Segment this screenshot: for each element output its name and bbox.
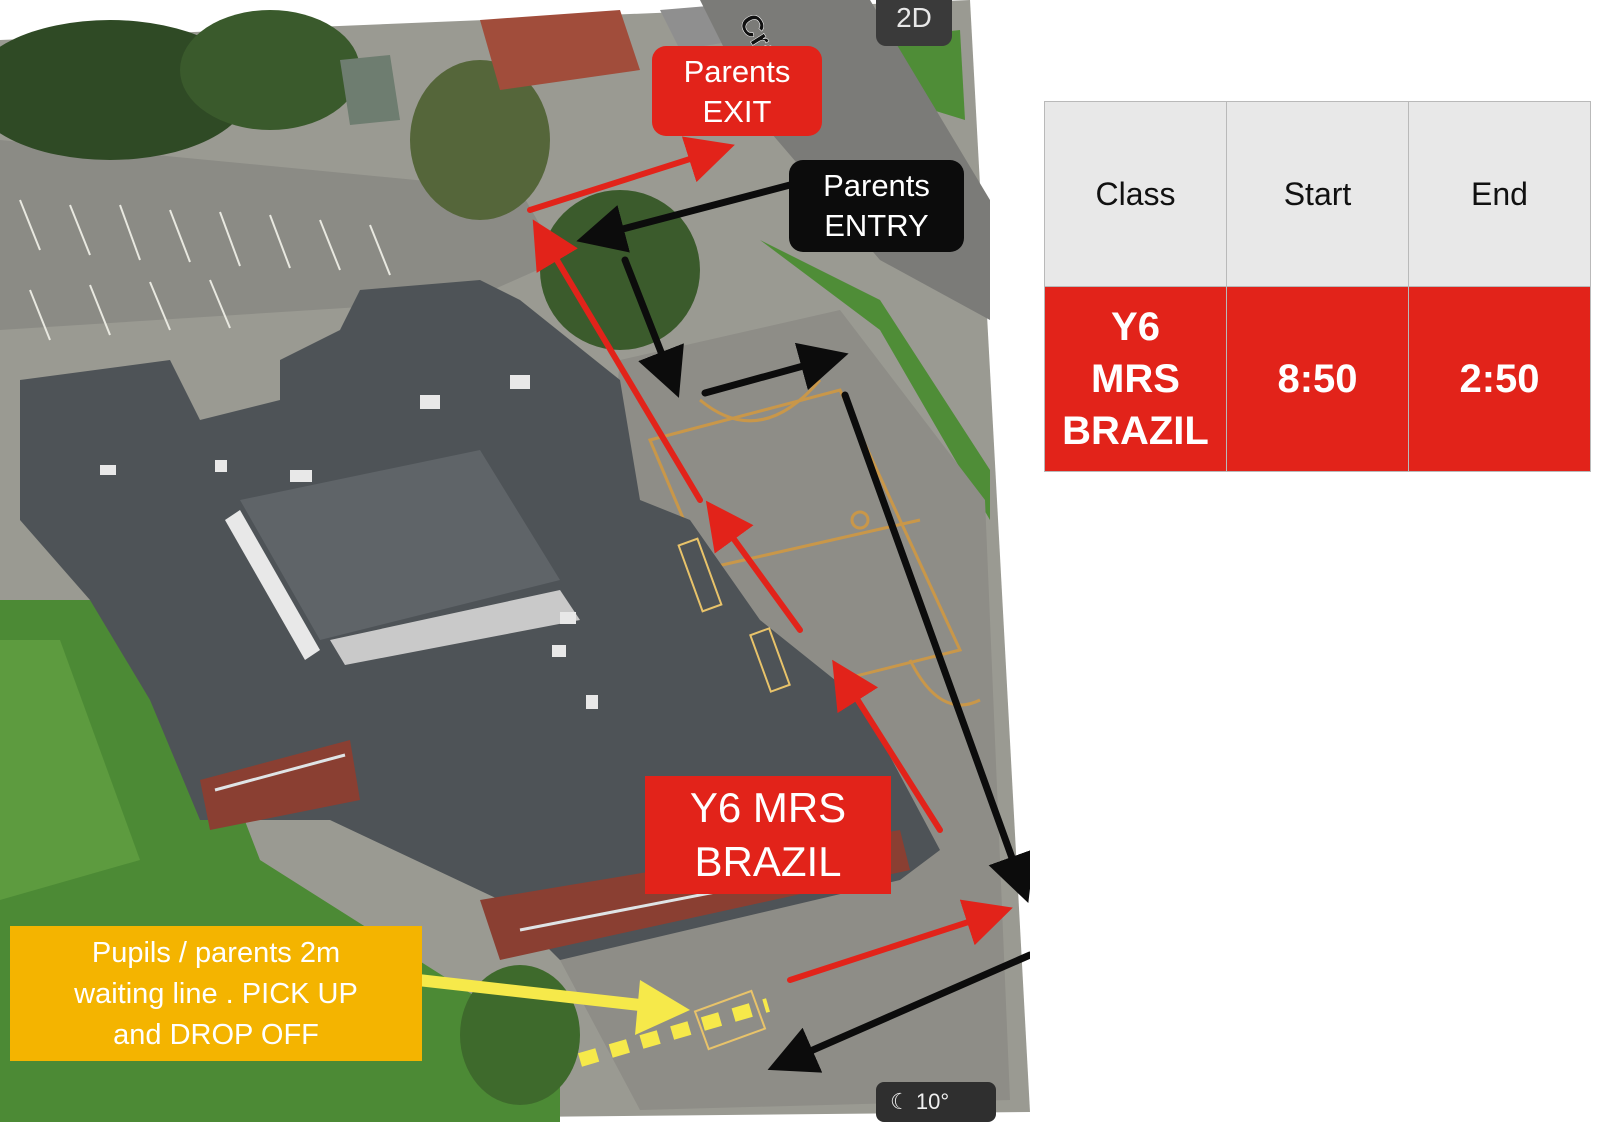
cell-class: Y6 MRS BRAZIL xyxy=(1044,286,1227,472)
class-label-line: Y6 MRS xyxy=(689,784,847,831)
map-mode-2d-button[interactable]: 2D xyxy=(876,0,952,46)
table-row: Y6 MRS BRAZIL 8:50 2:50 xyxy=(1044,286,1591,472)
entry-label-line: Parents xyxy=(823,168,930,203)
column-header-start: Start xyxy=(1226,101,1409,287)
class-name-line: MRS xyxy=(1091,357,1180,401)
temperature-value: 10° xyxy=(915,1089,950,1114)
class-label-line: BRAZIL xyxy=(694,838,842,885)
parents-exit-label: Parents EXIT xyxy=(652,46,822,136)
cell-end-time: 2:50 xyxy=(1408,286,1591,472)
moon-icon: ☾ xyxy=(890,1089,916,1114)
info-label-line: and DROP OFF xyxy=(113,1019,319,1051)
column-header-class: Class xyxy=(1044,101,1227,287)
class-name-line: BRAZIL xyxy=(1062,409,1209,453)
waiting-line-info-label: Pupils / parents 2m waiting line . PICK … xyxy=(10,926,422,1061)
cell-start-time: 8:50 xyxy=(1226,286,1409,472)
exit-label-line: EXIT xyxy=(702,94,772,129)
exit-label-line: Parents xyxy=(683,54,791,89)
column-header-end: End xyxy=(1408,101,1591,287)
class-name-line: Y6 xyxy=(1111,305,1160,349)
info-label-line: waiting line . PICK UP xyxy=(74,978,358,1010)
info-label-line: Pupils / parents 2m xyxy=(91,937,341,969)
aerial-map[interactable]: 2D Crescent ☾ 10° Parents EXIT Parents E… xyxy=(0,0,1030,1122)
class-schedule-table: Class Start End Y6 MRS BRAZIL 8:50 2:50 xyxy=(1044,101,1591,472)
parents-entry-label: Parents ENTRY xyxy=(789,160,964,252)
entry-label-line: ENTRY xyxy=(824,208,929,243)
weather-temperature-badge: ☾ 10° xyxy=(876,1082,996,1122)
class-location-label: Y6 MRS BRAZIL xyxy=(645,776,891,894)
table-header-row: Class Start End xyxy=(1044,101,1591,287)
